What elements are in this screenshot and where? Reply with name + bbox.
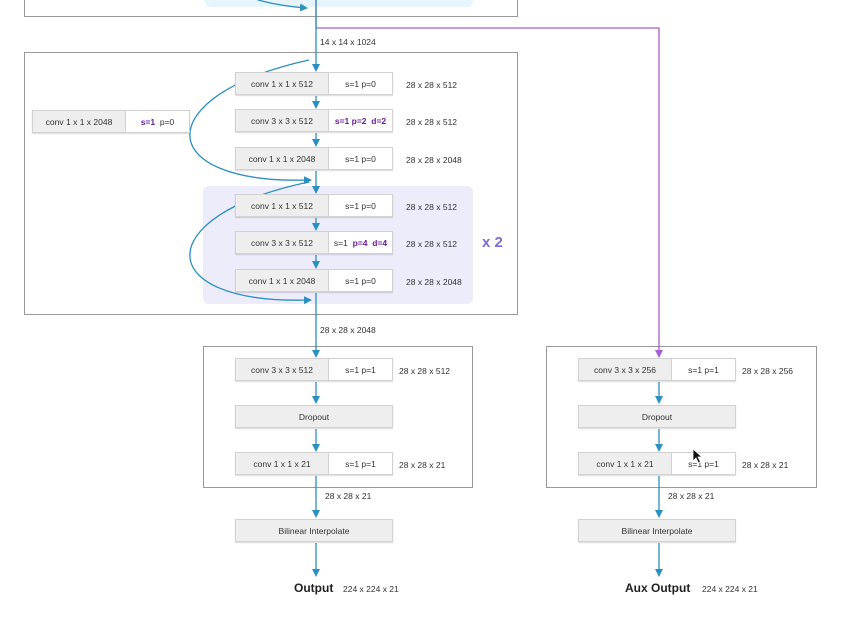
mouse-cursor-icon bbox=[692, 448, 704, 464]
previous-block-highlight bbox=[205, 0, 473, 7]
aux-output-label: Aux Output bbox=[625, 581, 691, 595]
side-conv-params: s=1 p=0 bbox=[125, 111, 189, 132]
dilated-conv-node: conv 3 x 3 x 512 s=1 p=2 d=2 bbox=[235, 109, 393, 132]
conv-dim: 28 x 28 x 2048 bbox=[406, 155, 462, 165]
conv-dilation: d=4 bbox=[372, 237, 388, 248]
aux-dropout-node: Dropout bbox=[578, 405, 736, 428]
side-conv-stride: s=1 bbox=[140, 116, 156, 127]
conv-name: conv 3 x 3 x 512 bbox=[236, 232, 328, 253]
conv-params: s=1 p=4 d=4 bbox=[328, 232, 392, 253]
conv-node: conv 1 x 1 x 512 s=1 p=0 bbox=[235, 72, 393, 95]
conv-params: s=1 p=0 bbox=[328, 73, 392, 94]
conv-name: conv 1 x 1 x 512 bbox=[236, 195, 328, 216]
main-output-dim: 224 x 224 x 21 bbox=[343, 584, 399, 594]
previous-block-frame bbox=[24, 0, 518, 17]
side-conv-node: conv 1 x 1 x 2048 s=1 p=0 bbox=[32, 110, 190, 133]
conv-name: conv 3 x 3 x 256 bbox=[579, 359, 671, 380]
conv-name: conv 1 x 1 x 2048 bbox=[236, 148, 328, 169]
conv-stride: s=1 bbox=[333, 237, 348, 248]
main-output-label: Output bbox=[294, 581, 334, 595]
repeat-count-label: x 2 bbox=[482, 234, 503, 251]
incoming-arrow bbox=[257, 0, 308, 12]
dilated-conv-node: conv 3 x 3 x 512 s=1 p=4 d=4 bbox=[235, 231, 393, 254]
conv-name: conv 3 x 3 x 512 bbox=[236, 359, 328, 380]
block-output-dim-label: 28 x 28 x 2048 bbox=[320, 325, 376, 335]
main-conv1-node: conv 3 x 3 x 512 s=1 p=1 bbox=[235, 358, 393, 381]
aux-head-frame bbox=[546, 346, 817, 488]
aux-conv1-node: conv 3 x 3 x 256 s=1 p=1 bbox=[578, 358, 736, 381]
conv-dim: 28 x 28 x 21 bbox=[742, 460, 789, 470]
conv-dim: 28 x 28 x 512 bbox=[406, 117, 458, 127]
main-interp-node: Bilinear Interpolate bbox=[235, 519, 393, 542]
conv-dim: 28 x 28 x 256 bbox=[742, 366, 794, 376]
main-conv2-node: conv 1 x 1 x 21 s=1 p=1 bbox=[235, 452, 393, 475]
conv-name: conv 3 x 3 x 512 bbox=[236, 110, 328, 131]
conv-dim: 28 x 28 x 512 bbox=[399, 366, 451, 376]
conv-params: s=1 p=1 bbox=[671, 359, 735, 380]
main-dropout-node: Dropout bbox=[235, 405, 393, 428]
conv-node: conv 1 x 1 x 2048 s=1 p=0 bbox=[235, 147, 393, 170]
aux-output-dim: 224 x 224 x 21 bbox=[702, 584, 758, 594]
conv-name: conv 1 x 1 x 21 bbox=[579, 453, 671, 474]
conv-params: s=1 p=0 bbox=[328, 270, 392, 291]
conv-stride: s=1 bbox=[334, 115, 350, 126]
main-head-output-dim: 28 x 28 x 21 bbox=[325, 491, 372, 501]
conv-name: conv 1 x 1 x 2048 bbox=[236, 270, 328, 291]
aux-head-output-dim: 28 x 28 x 21 bbox=[668, 491, 715, 501]
aux-interp-node: Bilinear Interpolate bbox=[578, 519, 736, 542]
conv-node: conv 1 x 1 x 2048 s=1 p=0 bbox=[235, 269, 393, 292]
conv-params: s=1 p=1 bbox=[671, 453, 735, 474]
dilated-block-frame bbox=[24, 52, 518, 315]
conv-dim: 28 x 28 x 21 bbox=[399, 460, 446, 470]
conv-dim: 28 x 28 x 512 bbox=[406, 202, 458, 212]
conv-params: s=1 p=2 d=2 bbox=[328, 110, 392, 131]
input-dim-label: 14 x 14 x 1024 bbox=[320, 37, 376, 47]
conv-params: s=1 p=1 bbox=[328, 453, 392, 474]
side-conv-pad: p=0 bbox=[159, 116, 175, 127]
conv-dim: 28 x 28 x 2048 bbox=[406, 277, 462, 287]
conv-dilation: d=2 bbox=[371, 115, 387, 126]
side-conv-name: conv 1 x 1 x 2048 bbox=[33, 111, 125, 132]
conv-name: conv 1 x 1 x 21 bbox=[236, 453, 328, 474]
conv-params: s=1 p=0 bbox=[328, 195, 392, 216]
conv-params: s=1 p=0 bbox=[328, 148, 392, 169]
conv-pad: p=2 bbox=[351, 115, 367, 126]
conv-node: conv 1 x 1 x 512 s=1 p=0 bbox=[235, 194, 393, 217]
conv-dim: 28 x 28 x 512 bbox=[406, 239, 458, 249]
conv-params: s=1 p=1 bbox=[328, 359, 392, 380]
aux-conv2-node: conv 1 x 1 x 21 s=1 p=1 bbox=[578, 452, 736, 475]
aux-branch-arrow bbox=[315, 0, 663, 358]
main-head-frame bbox=[203, 346, 473, 488]
conv-pad: p=4 bbox=[352, 237, 368, 248]
conv-name: conv 1 x 1 x 512 bbox=[236, 73, 328, 94]
conv-dim: 28 x 28 x 512 bbox=[406, 80, 458, 90]
